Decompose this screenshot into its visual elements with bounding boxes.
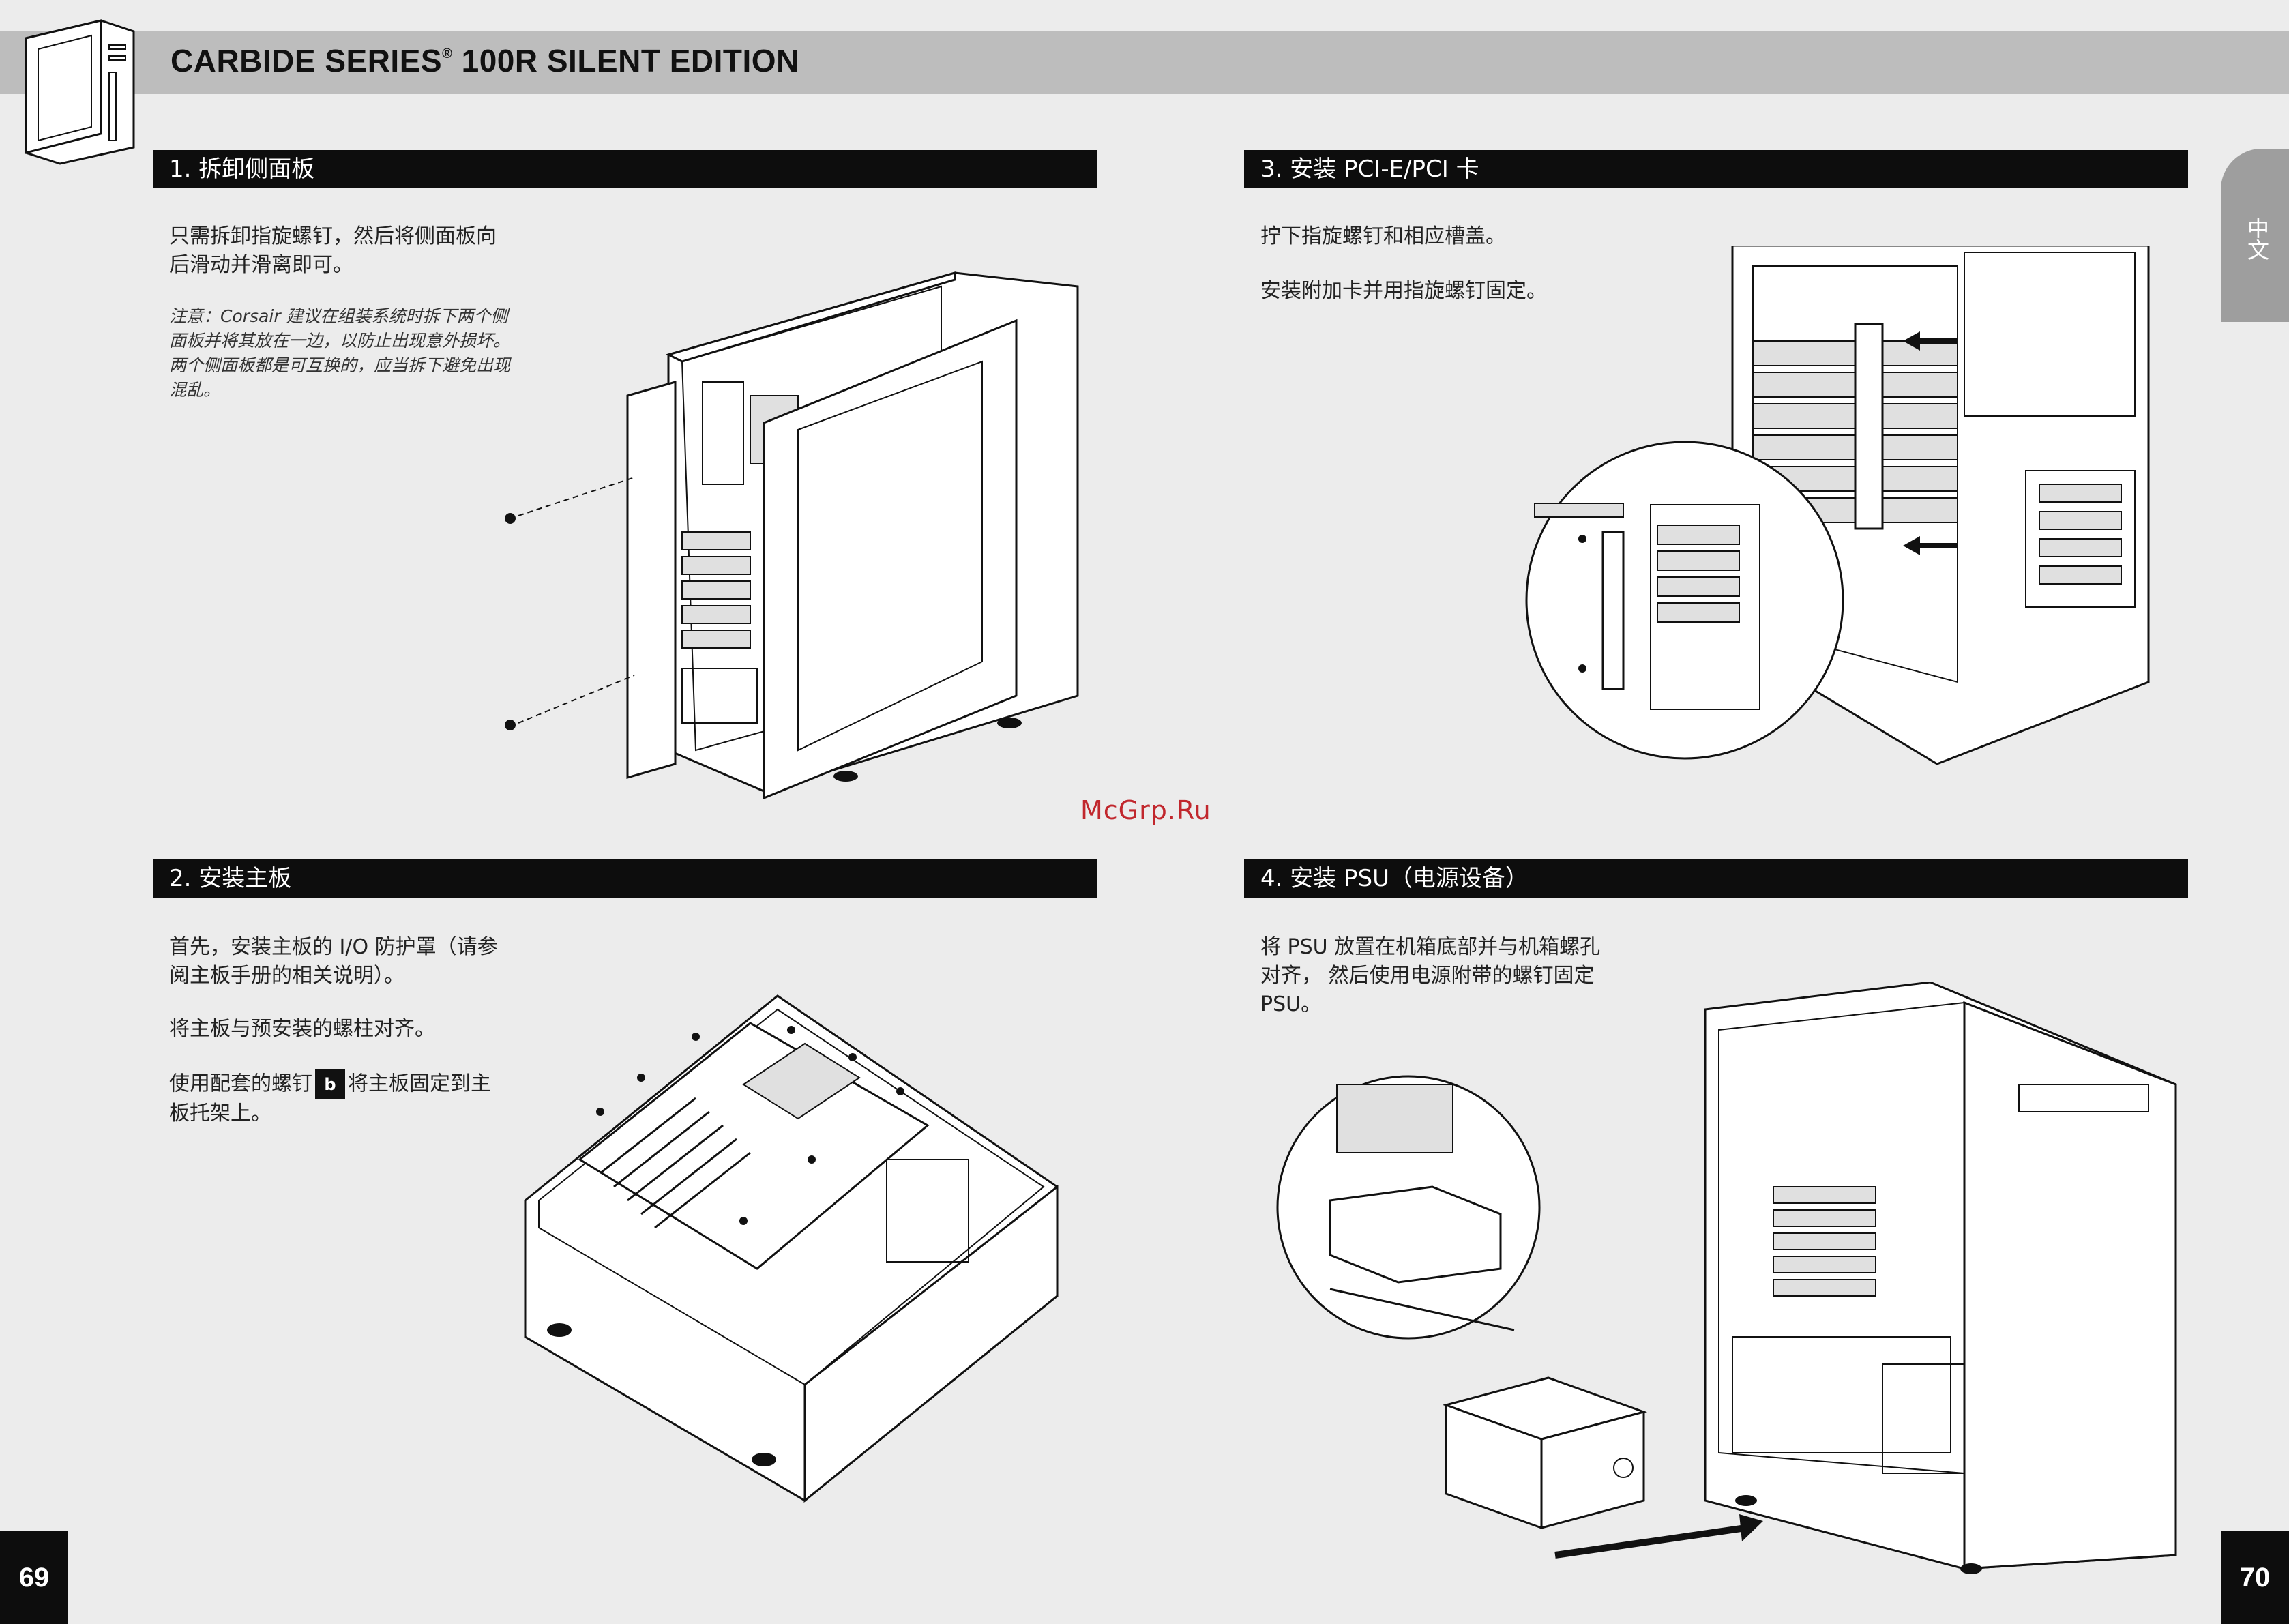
section-4-heading: 4. 安装 PSU（电源设备） bbox=[1244, 859, 2188, 898]
section-2-text-2: 将主板与预安装的螺柱对齐。 bbox=[169, 1017, 435, 1041]
section-3-heading: 3. 安装 PCI-E/PCI 卡 bbox=[1244, 150, 2188, 188]
header-band bbox=[0, 31, 2289, 94]
slot-cover-icon bbox=[1601, 531, 1625, 690]
standoff-screws-icon bbox=[596, 1026, 904, 1225]
screw-type-badge: b bbox=[315, 1069, 345, 1099]
language-tab[interactable]: 中文 bbox=[2221, 149, 2289, 322]
arrow-left-icon bbox=[1903, 331, 1958, 555]
section-1-heading: 1. 拆卸侧面板 bbox=[153, 150, 1097, 188]
watermark: McGrp.Ru bbox=[1080, 795, 1211, 825]
section-2-heading: 2. 安装主板 bbox=[153, 859, 1097, 898]
section-3-text-1: 拧下指旋螺钉和相应槽盖。 bbox=[1260, 224, 1506, 248]
page-number-left: 69 bbox=[0, 1531, 68, 1624]
page-number-right: 70 bbox=[2221, 1531, 2289, 1624]
psu-install-illustration bbox=[1276, 982, 2177, 1574]
pci-slots bbox=[600, 1097, 751, 1229]
case-logo-icon bbox=[25, 19, 135, 165]
thumbscrew-icon bbox=[505, 513, 516, 730]
side-panel-removal-illustration bbox=[505, 271, 1079, 800]
expansion-slots-psu-view bbox=[1773, 1186, 1876, 1297]
section-1-note: 注意：Corsair 建议在组装系统时拆下两个侧面板并将其放在一边，以防止出现意… bbox=[169, 306, 511, 400]
expansion-slots bbox=[681, 531, 751, 649]
psu-unit-icon bbox=[1442, 1376, 1648, 1530]
motherboard-install-illustration bbox=[524, 994, 1059, 1503]
section-2-text-1: 首先，安装主板的 I/O 防护罩（请参阅主板手册的相关说明）。 bbox=[169, 935, 498, 988]
pci-card-install-illustration bbox=[1525, 246, 2150, 765]
section-1-text: 只需拆卸指旋螺钉，然后将侧面板向后滑动并滑离即可。 bbox=[169, 224, 497, 277]
zoom-detail-circle bbox=[1525, 441, 1844, 760]
section-4-text: 将 PSU 放置在机箱底部并与机箱螺孔对齐， 然后使用电源附带的螺钉固定 PSU… bbox=[1260, 935, 1601, 1016]
section-3-text-2: 安装附加卡并用指旋螺钉固定。 bbox=[1260, 279, 1547, 303]
document-title: CARBIDE SERIES® 100R SILENT EDITION bbox=[171, 43, 799, 78]
arrow-right-icon bbox=[1554, 1514, 1763, 1559]
